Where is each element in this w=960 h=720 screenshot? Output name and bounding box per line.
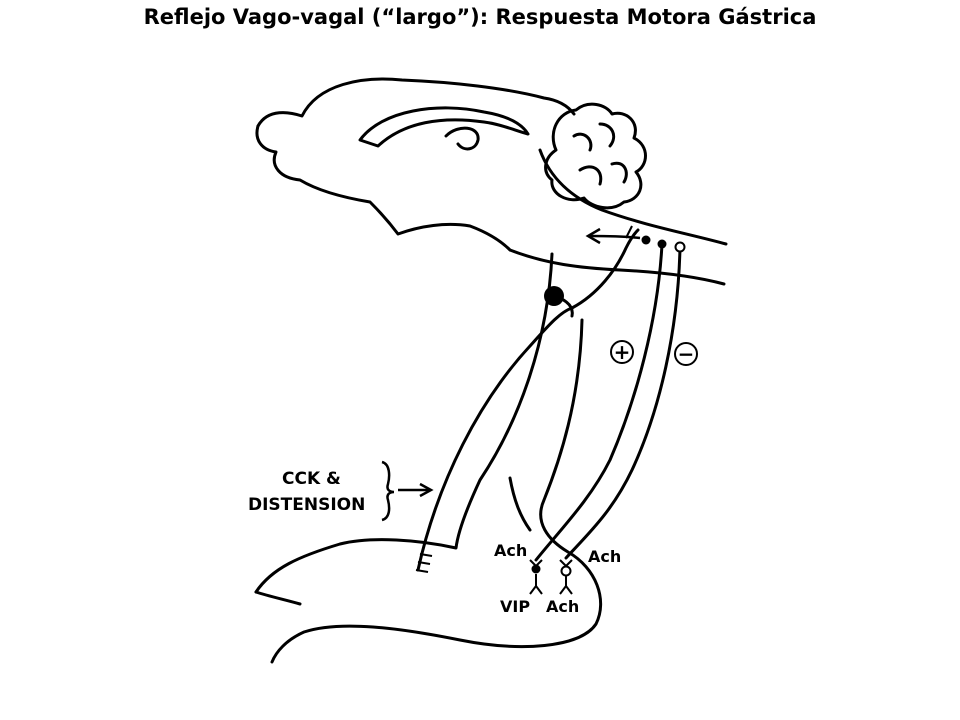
efferent-excitatory-fiber [534, 242, 664, 562]
cerebellum-fold [572, 132, 593, 152]
ach-neuron-circle [560, 565, 572, 577]
cerebellum [544, 102, 647, 210]
esophagus-right-wall [270, 318, 603, 664]
ach-right-label: Ach [588, 547, 621, 566]
pylorus-wall [254, 590, 302, 606]
slide-title: Reflejo Vago-vagal (“largo”): Respuesta … [143, 5, 817, 29]
nucleus-tick [625, 225, 633, 239]
brain-base-outline [255, 124, 512, 252]
afferent-ascending-fiber [570, 228, 640, 310]
ach-left-label: Ach [494, 541, 527, 560]
plus-sign: + [614, 340, 631, 364]
ach-bottom-label: Ach [546, 597, 579, 616]
inhibitory-sign-circle [674, 342, 698, 366]
excitatory-sign-circle [610, 340, 634, 364]
vip-neuron-dot [531, 564, 541, 574]
afferent-vagal-fiber [416, 306, 574, 572]
cerebellum-fold [598, 122, 616, 148]
cerebellum-fold [610, 161, 628, 184]
inhibitory-neuron-circle [674, 241, 686, 253]
brain-outline [256, 77, 576, 128]
stimulus-arrow [398, 482, 434, 498]
vip-label: VIP [500, 597, 530, 616]
corpus-callosum [358, 106, 530, 148]
esophagus-left-wall [254, 252, 554, 594]
nucleus-neuron-dot [641, 235, 651, 245]
label-brace [381, 460, 395, 522]
afferent-endings [415, 553, 433, 573]
minus-sign: − [678, 342, 695, 366]
enteric-synapse-right [559, 559, 573, 595]
cck-label: CCK & [282, 469, 341, 489]
cerebellum-fold [578, 165, 603, 186]
brainstem-upper-line [538, 148, 728, 246]
fornix-hook [444, 126, 480, 151]
central-arrow [585, 227, 641, 245]
distension-label: DISTENSION [248, 495, 365, 515]
stomach-fundus-wall [508, 476, 532, 532]
nodose-ganglion [544, 286, 564, 306]
excitatory-neuron-dot [657, 239, 667, 249]
efferent-inhibitory-fiber [564, 246, 682, 560]
brainstem-lower-line [508, 248, 726, 286]
